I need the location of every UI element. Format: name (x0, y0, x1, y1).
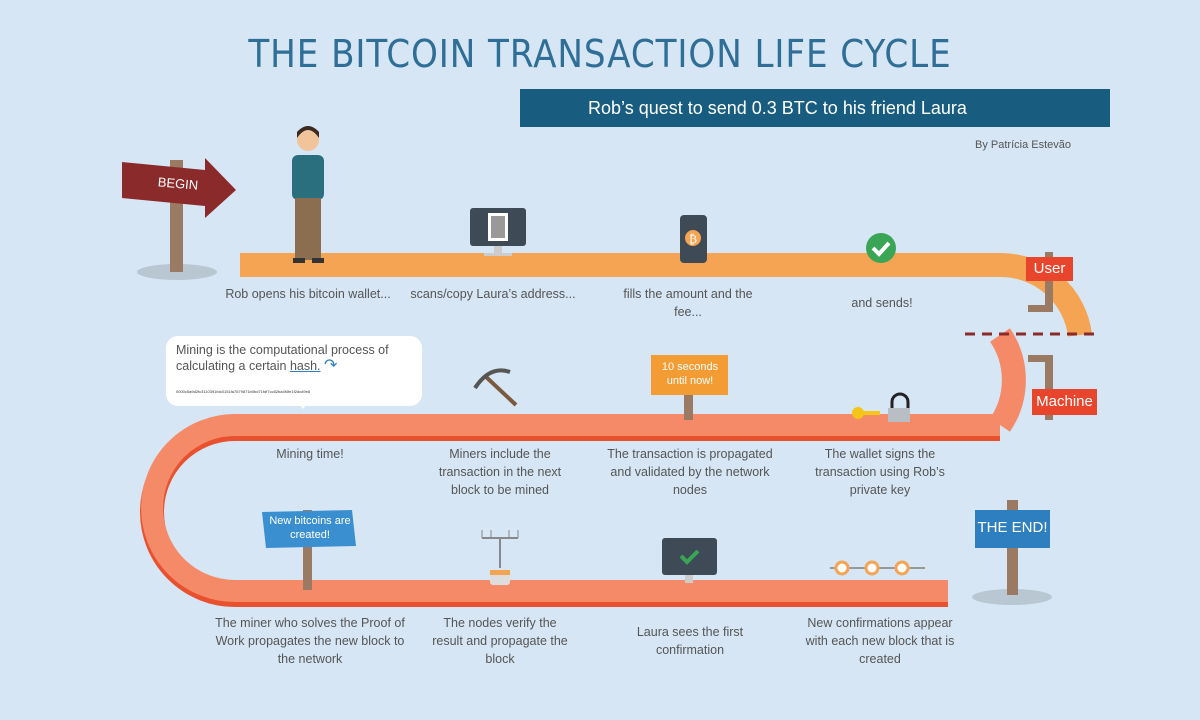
bubble-text: Mining is the computational process of c… (176, 343, 389, 373)
new-bitcoins-label: New bitcoins are created! (269, 515, 351, 541)
step-caption: The nodes verify the result and propagat… (432, 616, 568, 666)
subtitle-banner: Rob’s quest to send 0.3 BTC to his frien… (520, 89, 1110, 127)
step-caption: New confirmations appear with each new b… (805, 616, 955, 666)
begin-sign (122, 158, 236, 218)
arrow-icon: ↷ (324, 357, 338, 374)
svg-text:₿: ₿ (689, 232, 697, 246)
step-caption: Rob opens his bitcoin wallet... (225, 287, 391, 301)
mining-speech-bubble: Mining is the computational process of c… (166, 336, 422, 409)
author-credit: By Patrícia Estevão (975, 139, 1071, 151)
step-caption: fills the amount and the fee... (623, 287, 753, 319)
confirmations-chain-icon (830, 560, 925, 576)
machine-label: Machine (1036, 393, 1093, 410)
hash-term: hash. (289, 359, 321, 373)
step-caption: The wallet signs the transaction using R… (815, 447, 945, 497)
hash-value: 0000c5a9d2fc3110391fdc0151fa7679871b0bd7… (176, 389, 311, 394)
step-caption: scans/copy Laura’s address... (410, 287, 576, 301)
step-caption: and sends! (851, 296, 913, 310)
lock-icon (888, 392, 910, 422)
step-caption: The miner who solves the Proof of Work p… (215, 616, 405, 666)
user-label: User (1033, 260, 1066, 277)
step-caption: The transaction is propagated and valida… (607, 447, 773, 497)
step-caption: Miners include the transaction in the ne… (438, 447, 562, 497)
network-nodes-icon (481, 530, 519, 585)
confirmed-monitor-icon (662, 538, 717, 583)
step-caption: Mining time! (276, 447, 344, 461)
step-caption: Laura sees the first confirmation (636, 625, 744, 657)
qr-monitor-icon (470, 208, 526, 256)
the-end-label: THE END! (977, 519, 1048, 536)
rob-person-icon (292, 126, 324, 263)
key-icon (852, 407, 880, 419)
page-title: THE BITCOIN TRANSACTION LIFE CYCLE (248, 32, 952, 76)
pickaxe-icon (473, 368, 518, 407)
check-circle-icon (866, 233, 896, 263)
timer-label: 10 seconds until now! (661, 361, 719, 387)
bitcoin-phone-icon: ₿ (680, 215, 707, 263)
